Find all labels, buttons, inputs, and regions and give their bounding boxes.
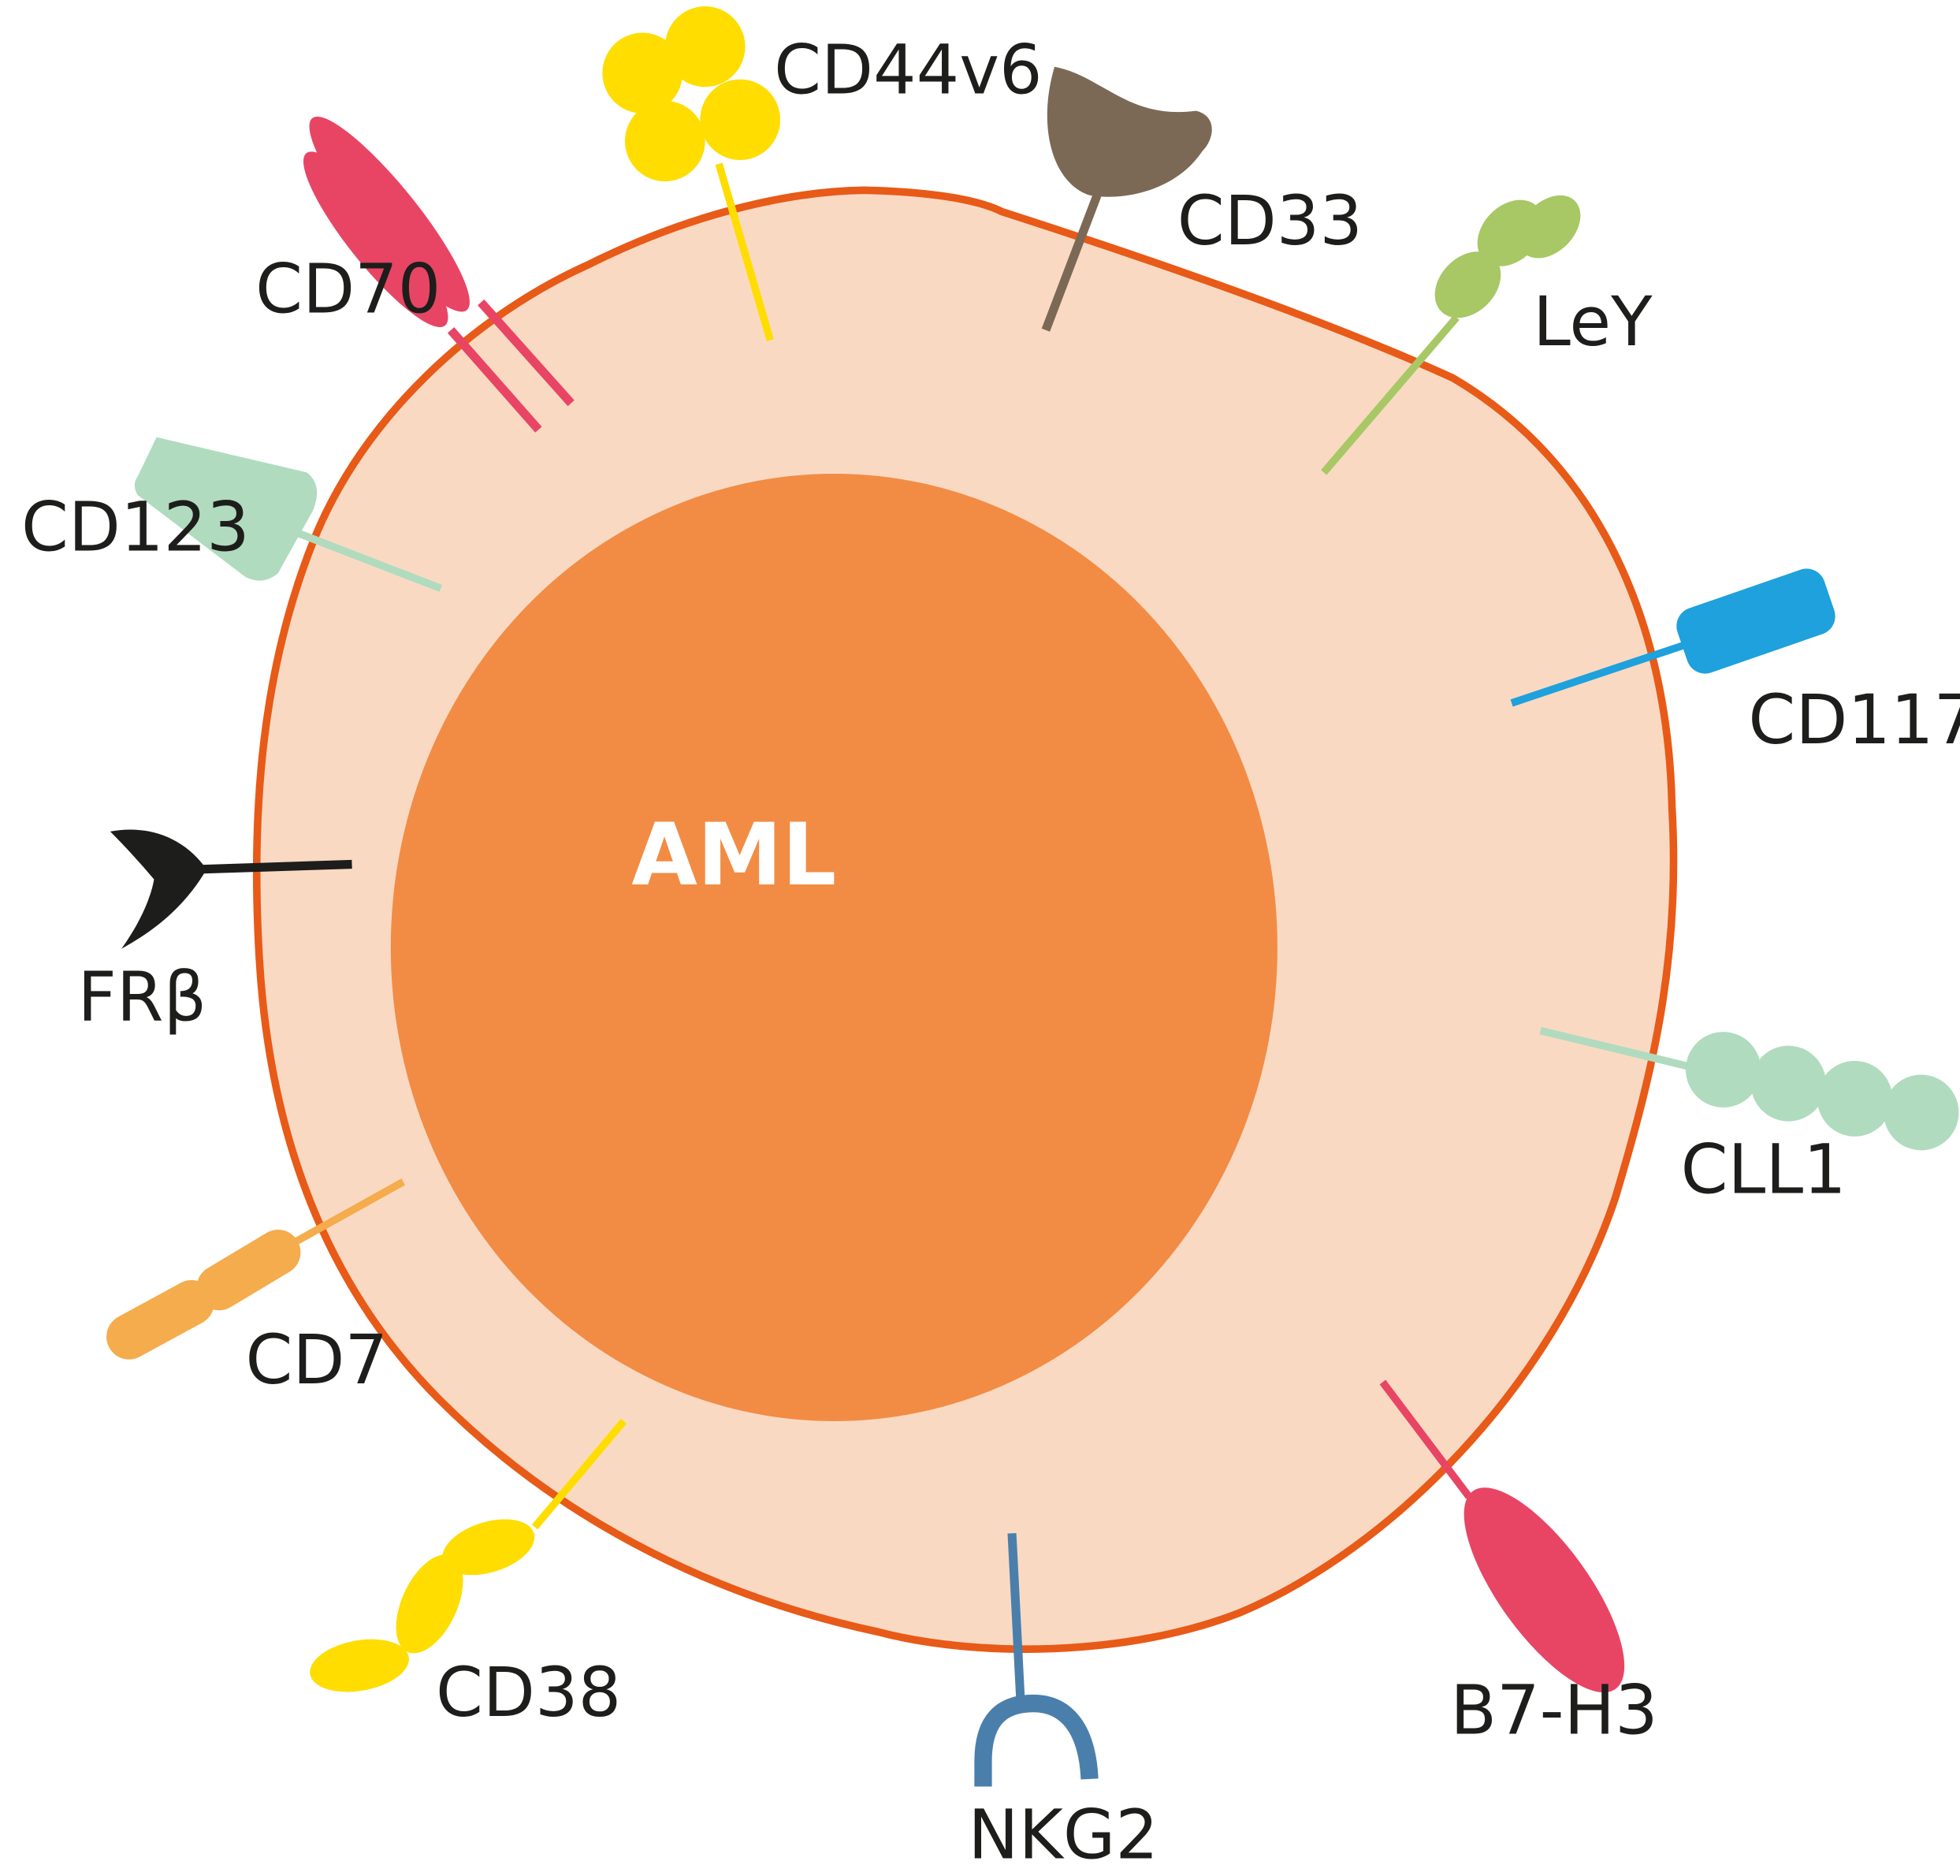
nkg2-stalk (1007, 1532, 1025, 1704)
ley-receptor (1321, 195, 1581, 475)
cd38-lobe-2 (396, 1554, 463, 1654)
cd44v6-label: CD44v6 (774, 31, 1043, 110)
cd44v6-lobe-3 (700, 79, 781, 160)
cd70-receptor (303, 116, 575, 433)
frb-head (110, 829, 207, 949)
cd44v6-lobe-4 (624, 100, 705, 182)
cd70-stalk-b (478, 299, 575, 407)
cd38-stalk (531, 1418, 627, 1530)
frb-stalk (197, 859, 352, 874)
cd7-segment-outer (106, 1279, 214, 1360)
cd44v6-lobe-2 (664, 6, 746, 87)
nucleus (390, 473, 1278, 1421)
cll1-lobe-3 (1817, 1060, 1893, 1137)
cd117-head (1676, 568, 1835, 674)
ley-lobe-3 (1518, 195, 1581, 259)
ley-lobe-1 (1434, 251, 1501, 318)
cll1-label: CLL1 (1681, 1130, 1847, 1209)
cd7-segment-inner (196, 1230, 301, 1311)
cd117-label: CD117 (1748, 681, 1960, 760)
cd38-lobe-1 (442, 1519, 535, 1576)
nkg2-head (974, 1694, 1099, 1787)
cd123-label: CD123 (21, 488, 250, 567)
cd123-receptor (134, 437, 443, 592)
cd44v6-stalk (715, 162, 774, 341)
cd7-stalk (284, 1178, 406, 1251)
cd123-head (134, 437, 318, 581)
cd7-label: CD7 (245, 1321, 388, 1400)
nkg2-receptor (974, 1532, 1099, 1787)
b7h3-head (1463, 1487, 1625, 1693)
cd44v6-receptor (602, 6, 781, 341)
cd70-lobe-b (309, 116, 470, 312)
cll1-receptor (1539, 1026, 1959, 1151)
cd7-receptor (106, 1178, 406, 1360)
nkg2-label: NKG2 (968, 1796, 1159, 1874)
ley-stalk (1321, 315, 1460, 475)
ley-label: LeY (1533, 283, 1653, 362)
cd44v6-lobe-1 (602, 32, 683, 114)
cll1-lobe-2 (1750, 1045, 1826, 1122)
cd123-stalk (292, 528, 443, 592)
cll1-lobe-1 (1685, 1032, 1761, 1107)
cd33-head (1047, 66, 1212, 197)
cd38-lobe-3 (310, 1639, 409, 1692)
cd70-stalk-a (447, 327, 542, 433)
cd38-receptor (310, 1418, 627, 1692)
cd38-label: CD38 (436, 1654, 621, 1733)
b7h3-receptor (1379, 1379, 1625, 1693)
cd117-stalk (1510, 641, 1686, 707)
b7h3-stalk (1379, 1379, 1472, 1499)
cd33-receptor (1041, 66, 1212, 332)
cd33-stalk (1041, 193, 1102, 332)
frb-receptor (110, 829, 352, 949)
frb-label: FRβ (78, 958, 207, 1037)
cll1-lobe-4 (1884, 1074, 1959, 1151)
cd33-label: CD33 (1177, 182, 1363, 261)
b7h3-label: B7-H3 (1450, 1671, 1658, 1750)
center-label: AML (631, 805, 836, 905)
cll1-stalk (1539, 1026, 1698, 1073)
cd70-label: CD70 (255, 250, 441, 329)
cd117-receptor (1510, 568, 1835, 707)
